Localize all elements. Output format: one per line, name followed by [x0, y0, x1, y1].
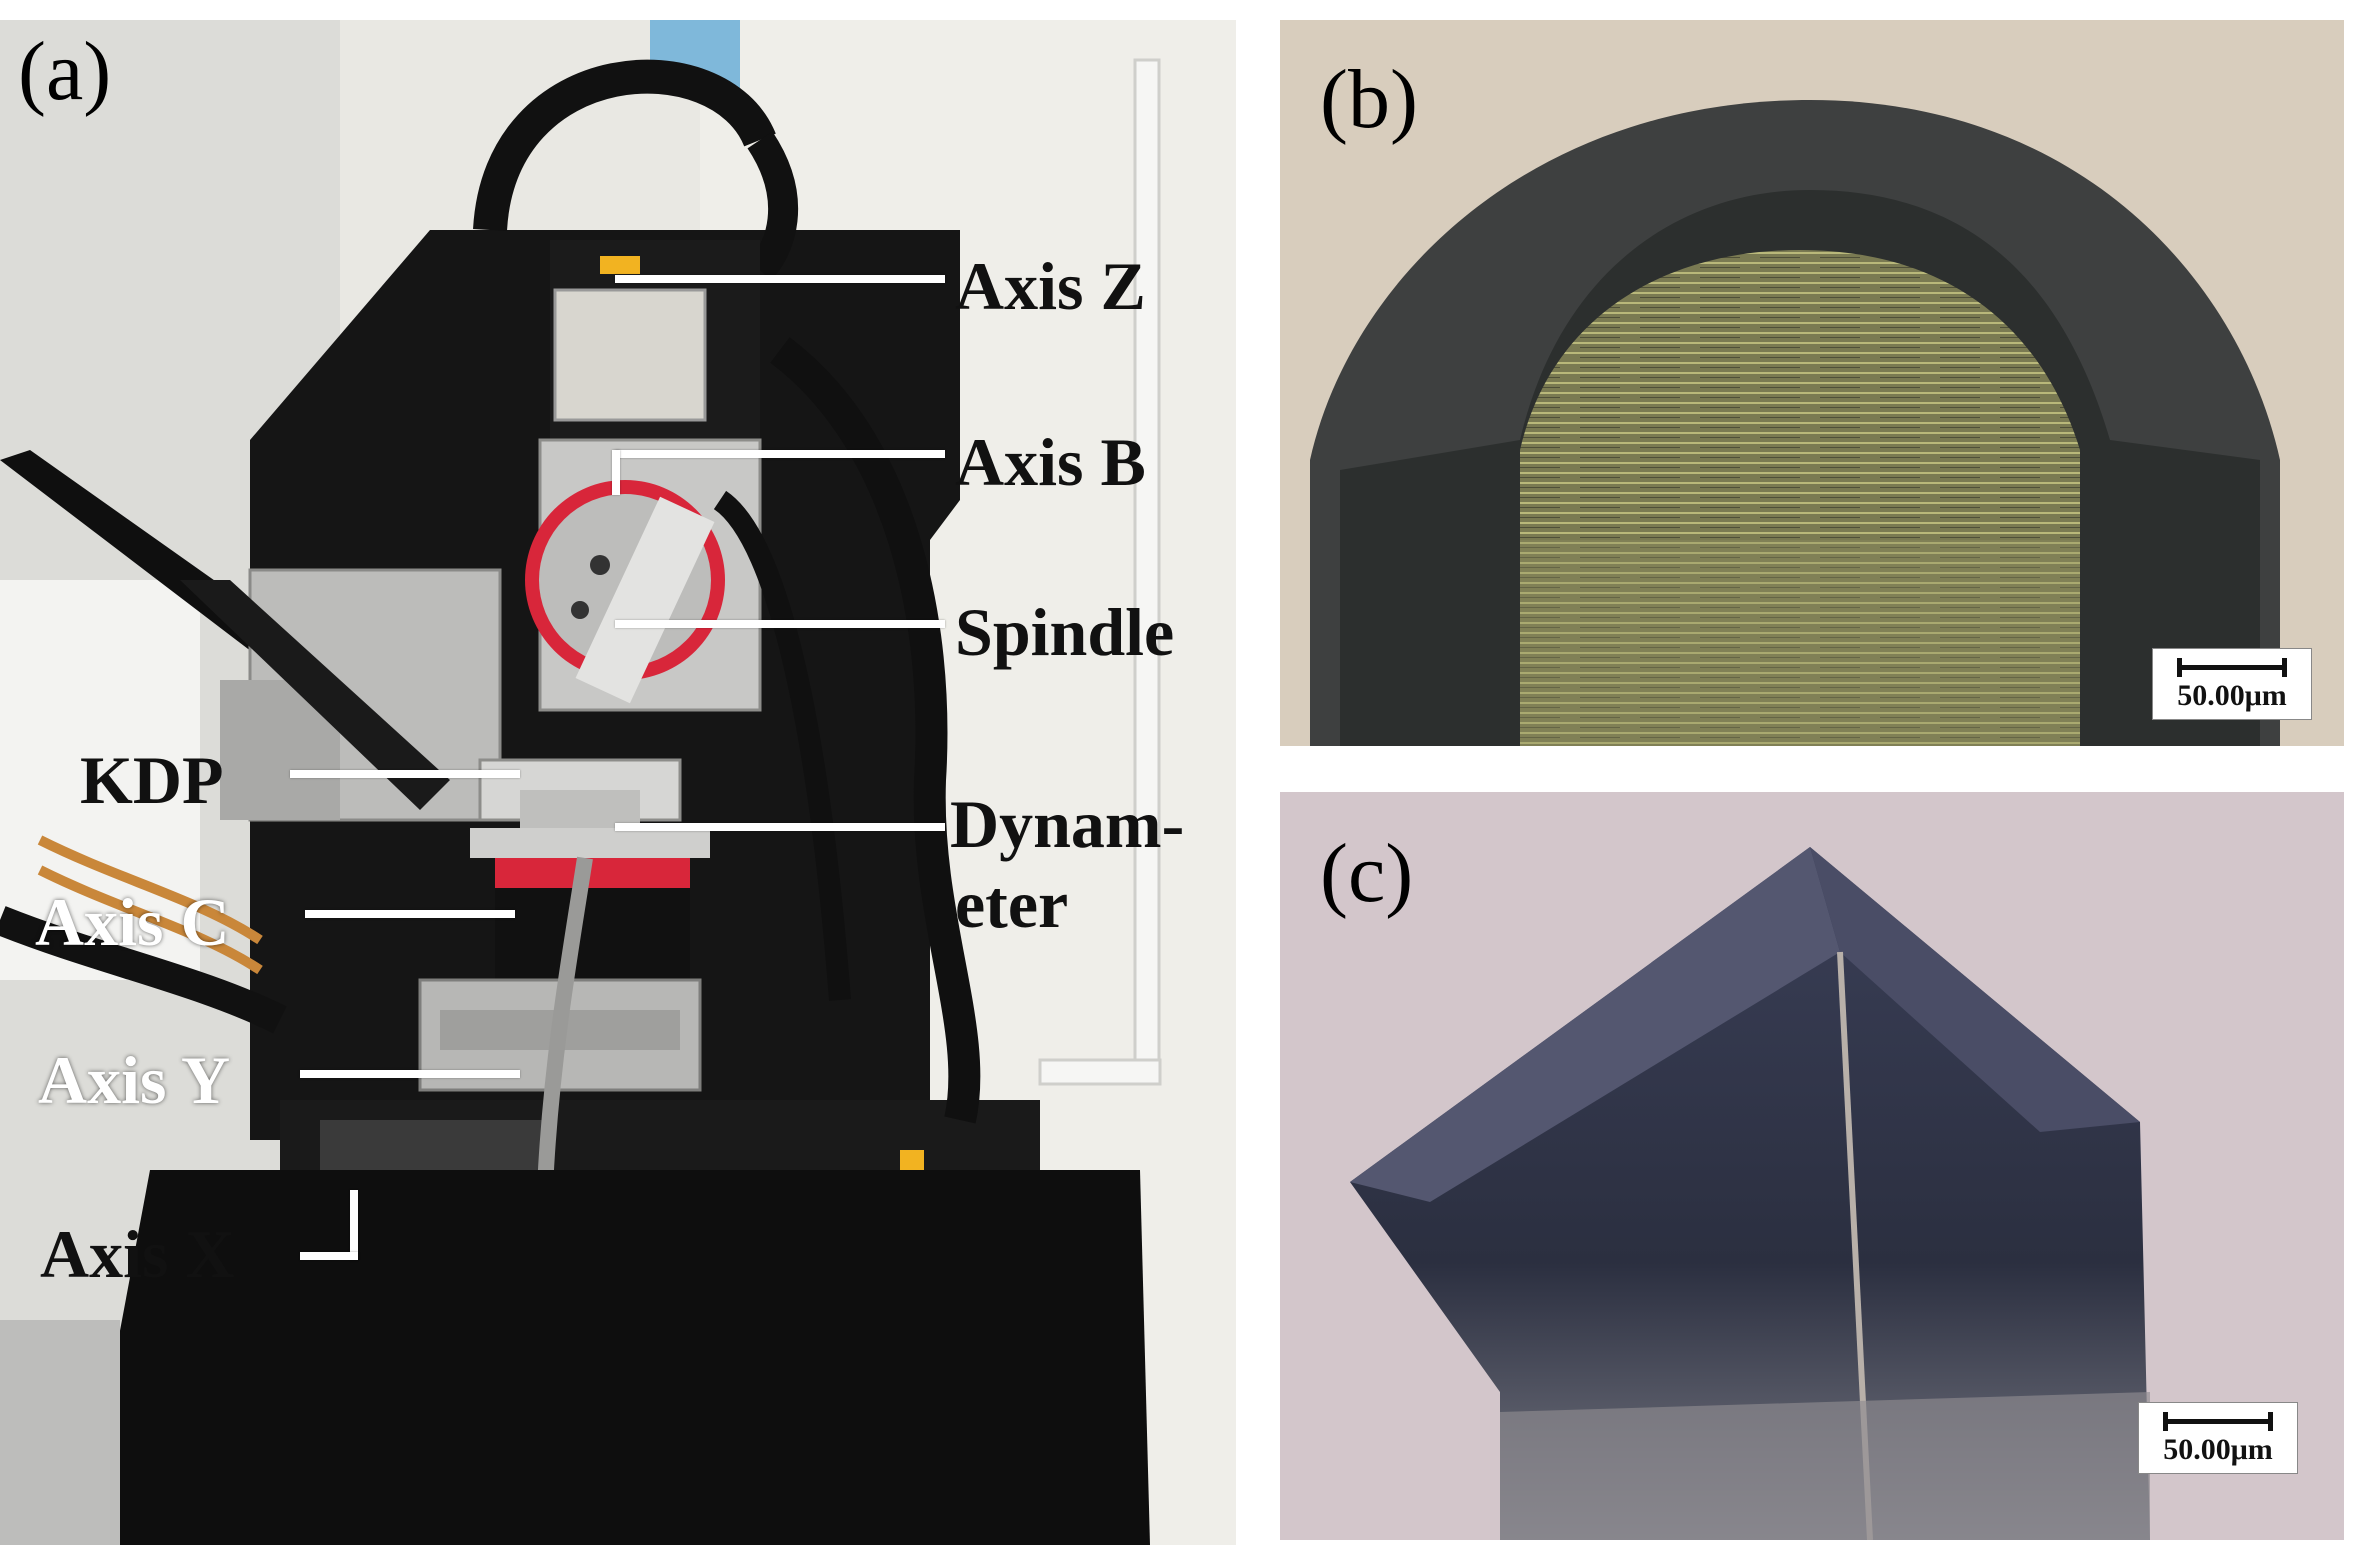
panel-b-round-tool-micrograph: (b) 50.00μm — [1280, 20, 2344, 746]
scale-bar-c-line — [2163, 1412, 2273, 1431]
leader-axis-c — [305, 910, 515, 918]
scale-bar-b-line — [2177, 658, 2287, 677]
round-tool-tip-illustration — [1280, 20, 2344, 746]
panel-label-b: (b) — [1320, 53, 1418, 146]
leader-dynameter — [615, 823, 945, 831]
label-dynameter-line2: eter — [955, 866, 1069, 942]
scale-bar-b: 50.00μm — [2152, 648, 2312, 720]
label-spindle: Spindle — [955, 594, 1175, 670]
leader-axis-y — [300, 1070, 520, 1078]
panel-label-c: (c) — [1320, 827, 1414, 920]
leader-axis-b-drop — [612, 450, 620, 495]
label-dynameter-line1: Dynam- — [950, 786, 1185, 862]
scale-bar-b-text: 50.00μm — [2177, 679, 2287, 712]
leader-kdp — [290, 770, 520, 778]
label-axis-c: Axis C — [35, 884, 230, 960]
leader-axis-x — [300, 1252, 358, 1260]
label-axis-y: Axis Y — [38, 1042, 231, 1118]
leader-axis-x-vertical — [350, 1190, 358, 1260]
panel-c-pointed-tool-micrograph: (c) 50.00μm — [1280, 792, 2344, 1540]
panel-a-machine-photo: (a) Axis Z Axis B Spindle KDP Dynam- ete… — [0, 20, 1236, 1545]
label-kdp: KDP — [80, 742, 224, 818]
panel-label-a: (a) — [18, 25, 112, 118]
leader-spindle — [615, 620, 945, 628]
leader-axis-z — [615, 275, 945, 283]
label-axis-z: Axis Z — [955, 248, 1146, 324]
label-axis-b: Axis B — [955, 424, 1146, 500]
leader-axis-b — [615, 450, 945, 458]
scale-bar-c-text: 50.00μm — [2163, 1433, 2273, 1466]
label-axis-x: Axis X — [40, 1216, 235, 1292]
scale-bar-c: 50.00μm — [2138, 1402, 2298, 1474]
